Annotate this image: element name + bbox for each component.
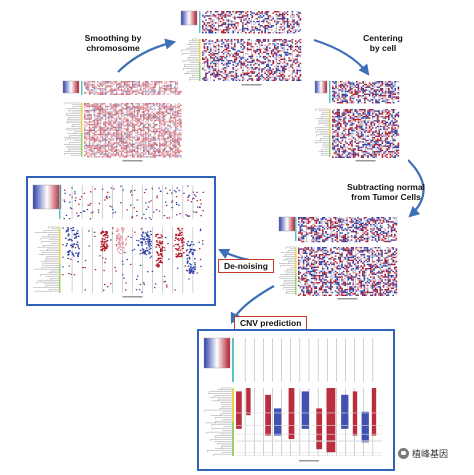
heatmap-panel-cnv-prediction bbox=[197, 329, 395, 471]
step-label-cnv-prediction: CNV prediction bbox=[234, 316, 308, 330]
arrow-denoised-to-cnv bbox=[230, 285, 275, 324]
heatmap-graphic bbox=[62, 80, 182, 162]
heatmap-graphic bbox=[203, 337, 382, 462]
arrow-centered-to-subtracted bbox=[407, 159, 425, 218]
heatmap-panel-smoothed bbox=[178, 6, 310, 90]
heatmap-panel-denoised bbox=[26, 176, 216, 306]
arrow-smoothed-to-centered bbox=[313, 38, 370, 76]
heatmap-graphic bbox=[278, 216, 398, 300]
heatmap-graphic bbox=[180, 10, 302, 86]
arrow-raw-to-smoothed bbox=[117, 38, 177, 73]
heatmap-panel-centered bbox=[312, 76, 408, 166]
watermark-text: 植峰基因 bbox=[412, 449, 449, 459]
heatmap-panel-raw bbox=[60, 76, 190, 166]
heatmap-panel-subtracted bbox=[276, 212, 406, 304]
heatmap-graphic bbox=[32, 184, 204, 298]
step-label-denoising: De-noising bbox=[218, 259, 274, 273]
watermark: 植峰基因 bbox=[398, 447, 448, 460]
heatmap-graphic bbox=[314, 80, 400, 162]
wechat-icon bbox=[398, 448, 409, 459]
